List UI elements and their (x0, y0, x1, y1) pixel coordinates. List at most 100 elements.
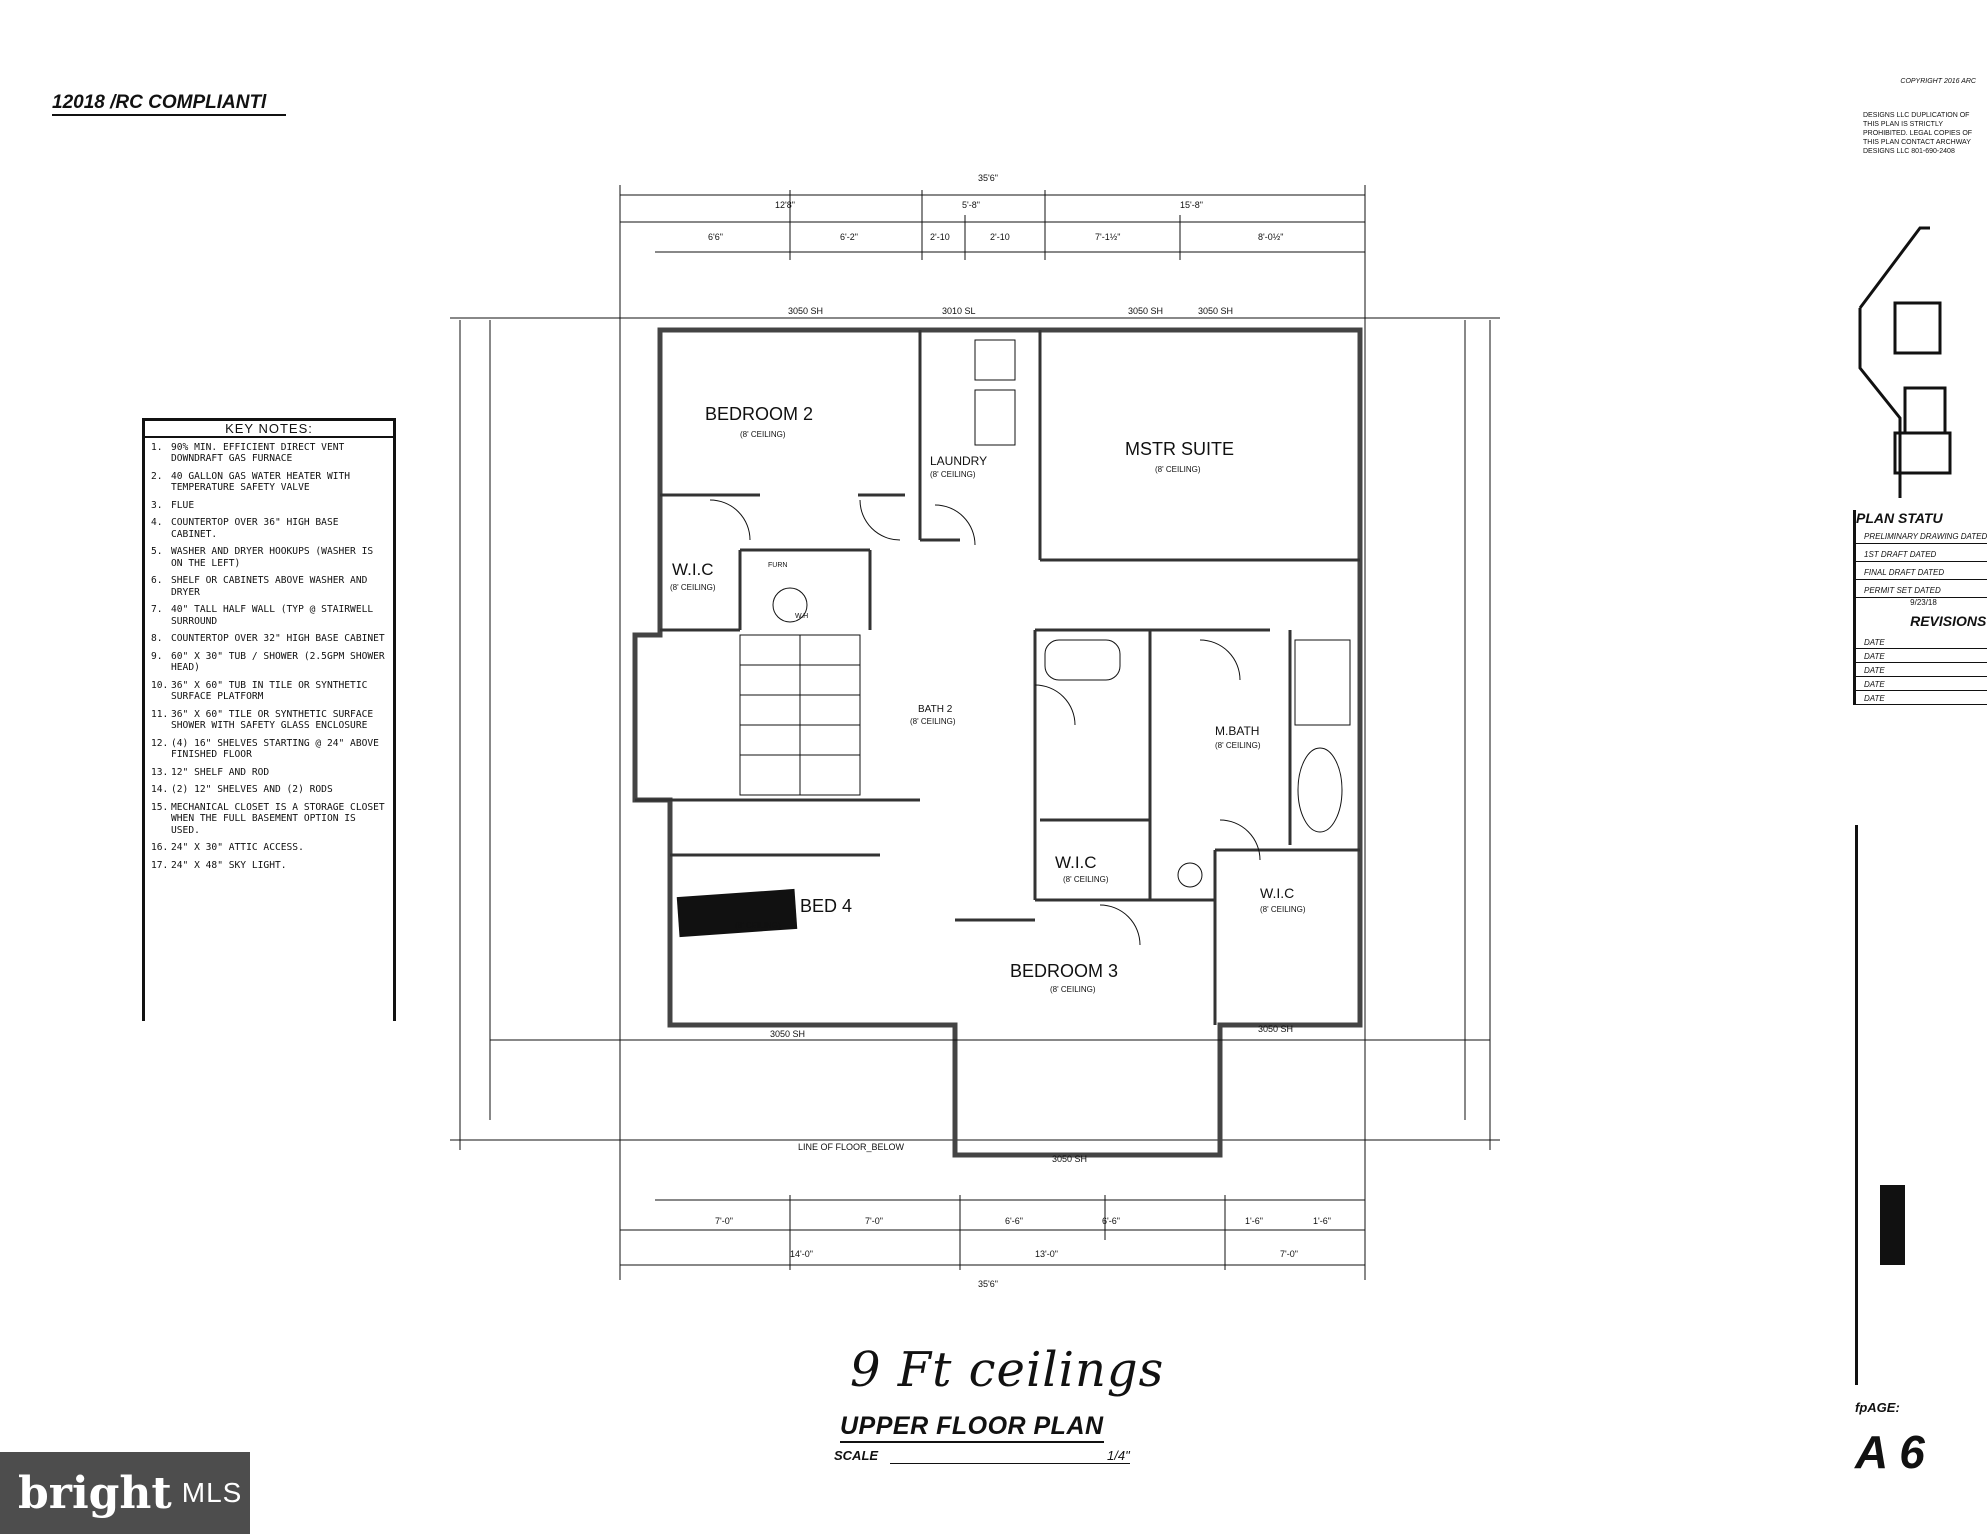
scale-row: SCALE 1/4" (834, 1448, 1130, 1464)
logo-brand: bright (18, 1467, 172, 1519)
key-note-item: 3. FLUE (151, 500, 387, 512)
ceiling-note-wic-3: (8' CEILING) (1260, 905, 1306, 914)
dim-top-2: 5'-8" (962, 200, 980, 210)
key-note-number: 11. (151, 708, 169, 720)
key-note-item: 16.24" X 30" ATTIC ACCESS. (151, 842, 387, 854)
window-label-2: 3010 SL (942, 306, 976, 316)
plan-status-title: PLAN STATU (1856, 510, 1943, 526)
key-note-text: SHELF OR CABINETS ABOVE WASHER AND DRYER (171, 575, 368, 598)
ceiling-note-master: (8' CEILING) (1155, 465, 1201, 474)
key-note-item: 2. 40 GALLON GAS WATER HEATER WITH TEMPER… (151, 471, 387, 494)
room-master-bath: M.BATH (1215, 724, 1259, 738)
ceiling-note-bedroom-2: (8' CEILING) (740, 430, 786, 439)
key-note-text: 24" X 48" SKY LIGHT. (171, 859, 287, 871)
dim-top-1: 12'8" (775, 200, 795, 210)
revision-date-1: DATE (1856, 635, 1987, 649)
revision-date-2: DATE (1856, 649, 1987, 663)
dim-overall-top: 35'6" (978, 173, 998, 183)
title-block-rule (1855, 825, 1858, 1385)
dim-sub-6: 8'-0½" (1258, 232, 1283, 242)
dim-bot-3: 6'-6" (1005, 1216, 1023, 1226)
key-note-text: (2) 12" SHELVES AND (2) RODS (171, 784, 333, 795)
key-note-number: 13. (151, 766, 169, 778)
dim-bot-b: 13'-0" (1035, 1249, 1058, 1259)
plan-status-block: PLAN STATU PRELIMINARY DRAWING DATED 1ST… (1853, 510, 1987, 705)
duplication-notice: DESIGNS LLC DUPLICATION OF THIS PLAN IS … (1863, 112, 1973, 155)
room-wic-2: W.I.C (1055, 853, 1097, 872)
key-note-item: 15.MECHANICAL CLOSET IS A STORAGE CLOSET… (151, 802, 387, 837)
dim-bot-4: 6'-6" (1102, 1216, 1120, 1226)
window-label-6: 3050 SH (1052, 1154, 1087, 1164)
key-note-text: 90% MIN. EFFICIENT DIRECT VENT DOWNDRAFT… (171, 441, 345, 465)
room-master-suite: MSTR SUITE (1125, 439, 1234, 459)
key-note-item: 14.(2) 12" SHELVES AND (2) RODS (151, 784, 387, 796)
label-floor-below: LINE OF FLOOR_BELOW (798, 1142, 905, 1152)
ceiling-note-bath-2: (8' CEILING) (910, 717, 956, 726)
key-note-text: WASHER AND DRYER HOOKUPS (WASHER IS ON T… (171, 546, 374, 569)
window-label-7: 3050 SH (1258, 1024, 1293, 1034)
key-note-number: 5. (151, 546, 163, 557)
key-note-item: 8. COUNTERTOP OVER 32" HIGH BASE CABINET (151, 633, 387, 645)
dim-sub-4: 2'-10 (990, 232, 1010, 242)
key-note-text: FLUE (171, 499, 195, 511)
ceiling-note-master-bath: (8' CEILING) (1215, 741, 1261, 750)
key-note-number: 3. (151, 499, 163, 511)
status-final-draft: FINAL DRAFT DATED (1856, 562, 1987, 580)
dim-overall-bottom: 35'6" (978, 1279, 998, 1289)
title-block-marker (1880, 1185, 1905, 1265)
room-laundry: LAUNDRY (930, 454, 987, 468)
status-preliminary: PRELIMINARY DRAWING DATED (1856, 526, 1987, 544)
scale-value: 1/4" (889, 1448, 1130, 1464)
status-permit-set: PERMIT SET DATED (1856, 580, 1987, 598)
key-note-text: COUNTERTOP OVER 32" HIGH BASE CABINET (171, 633, 385, 644)
key-notes-panel: KEY NOTES: 1.90% MIN. EFFICIENT DIRECT V… (142, 418, 396, 1021)
key-note-text: 40 GALLON GAS WATER HEATER WITH TEMPERAT… (171, 470, 351, 494)
window-label-3: 3050 SH (1128, 306, 1163, 316)
page-label: fpAGE: (1855, 1400, 1900, 1415)
key-notes-list: 1. 90% MIN. EFFICIENT DIRECT VENT DOWNDRA… (151, 442, 387, 872)
window-label-1: 3050 SH (788, 306, 823, 316)
key-note-number: 9. (151, 650, 163, 662)
dim-bot-c: 7'-0" (1280, 1249, 1298, 1259)
scale-label: SCALE (834, 1448, 879, 1463)
key-note-text: 40" TALL HALF WALL (TYP @ STAIRWELL SURR… (171, 604, 374, 627)
label-water-heater: W.H (795, 613, 808, 620)
label-furnace: FURN (768, 562, 787, 569)
revisions-title: REVISIONS: (1910, 613, 1987, 629)
key-note-item: 10.36" X 60" TUB IN TILE OR SYNTHETIC SU… (151, 680, 387, 703)
key-note-number: 10. (151, 679, 169, 691)
page-number-block: fpAGE: A 6 (1855, 1400, 1925, 1479)
plan-title: UPPER FLOOR PLAN (840, 1412, 1104, 1443)
dim-sub-3: 2'-10 (930, 232, 950, 242)
room-wic-1: W.I.C (672, 560, 714, 579)
key-note-number: 14. (151, 784, 169, 795)
title-block: COPYRIGHT 2016 ARC DESIGNS LLC DUPLICATI… (1847, 78, 1982, 156)
key-note-number: 8. (151, 633, 163, 644)
key-note-number: 2. (151, 470, 163, 482)
key-note-number: 1. (151, 441, 163, 453)
dim-sub-1: 6'6" (708, 232, 723, 242)
revision-date-3: DATE (1856, 663, 1987, 677)
key-note-number: 12. (151, 737, 169, 749)
revision-date-4: DATE (1856, 677, 1987, 691)
room-wic-3: W.I.C (1260, 885, 1294, 901)
key-note-number: 17. (151, 859, 169, 871)
room-bedroom-2: BEDROOM 2 (705, 404, 813, 424)
dim-sub-5: 7'-1½" (1095, 232, 1120, 242)
key-note-item: 12.(4) 16" SHELVES STARTING @ 24" ABOVE … (151, 738, 387, 761)
room-bedroom-3: BEDROOM 3 (1010, 961, 1118, 981)
key-note-number: 6. (151, 575, 163, 586)
key-note-item: 1. 90% MIN. EFFICIENT DIRECT VENT DOWNDRA… (151, 442, 387, 465)
logo-mls: MLS (181, 1477, 243, 1508)
dim-bot-a: 14'-0" (790, 1249, 813, 1259)
elevation-thumbnail (1858, 226, 1952, 498)
key-note-item: 5. WASHER AND DRYER HOOKUPS (WASHER IS ON… (151, 546, 387, 569)
key-note-number: 7. (151, 604, 163, 615)
key-note-item: 9. 60" X 30" TUB / SHOWER (2.5GPM SHOWER … (151, 651, 387, 674)
dim-sub-2: 6'-2" (840, 232, 858, 242)
key-note-text: 60" X 30" TUB / SHOWER (2.5GPM SHOWER HE… (171, 650, 385, 674)
handwritten-note: 9 Ft ceilings (850, 1342, 1165, 1398)
compliance-header: 12018 /RC COMPLIANTl (52, 92, 287, 116)
ceiling-note-laundry: (8' CEILING) (930, 470, 976, 479)
